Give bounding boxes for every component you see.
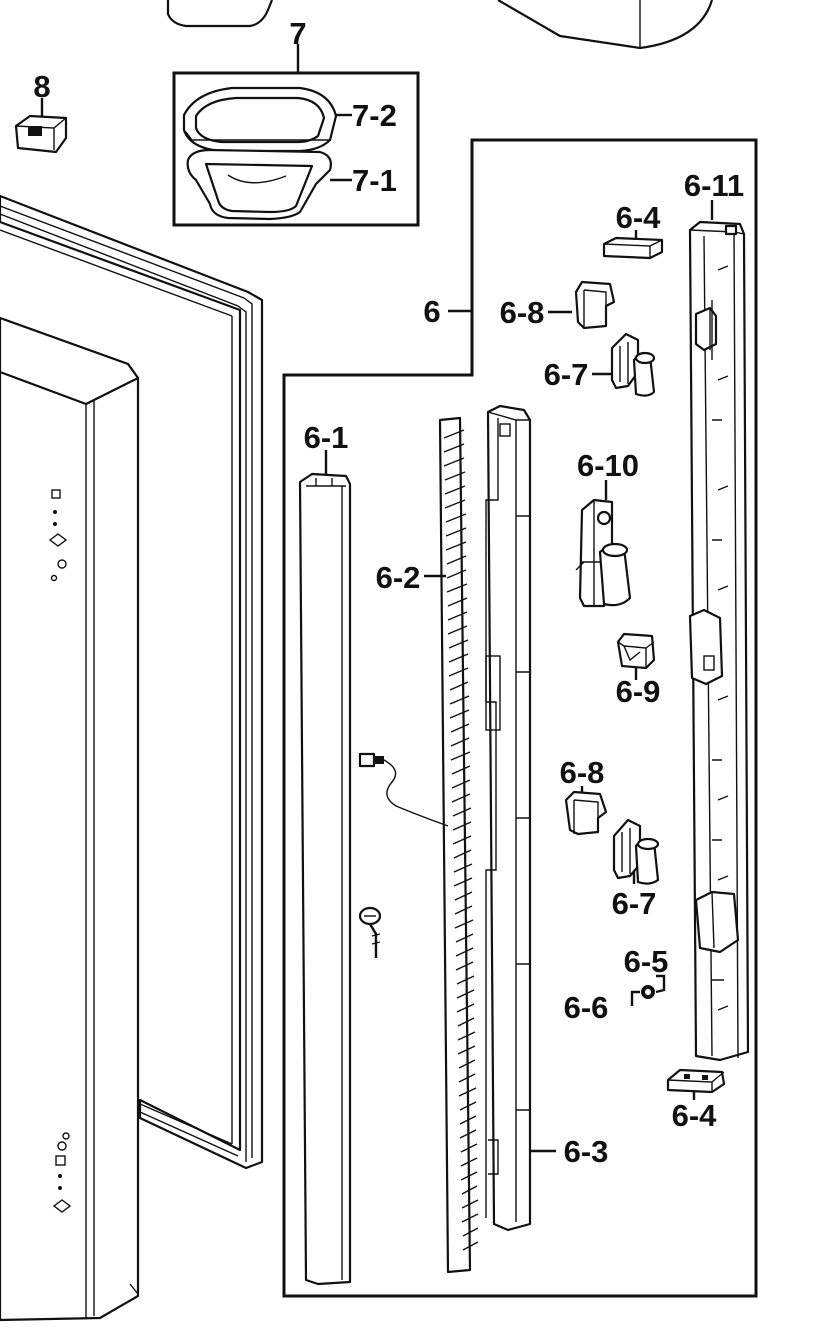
part-6-8-top-hinge-cover [548,280,616,330]
screw [358,906,382,958]
door-gasket [0,194,264,1170]
part-6-group-box [282,138,758,1298]
label-6-4-top: 6-4 [616,200,662,235]
label-6-2: 6-2 [376,560,421,595]
part-6-8-bottom-hinge-cover [564,786,608,836]
label-6-7-top: 6-7 [544,357,589,392]
part-7-2-cover [182,86,338,153]
label-7-1: 7-1 [352,163,397,198]
part-6-2-wire-connector [358,752,449,827]
top-left-partial-part [166,0,274,28]
part-7-group [172,44,420,227]
part-6-4-top-bracket [602,230,664,260]
top-right-partial-part [497,0,714,50]
part-6-1-cover-strip [298,450,352,1286]
door-control-icons-lower [52,1132,72,1213]
callout-labels: 7 7-2 7-1 8 6 6-11 6-4 6-8 6-7 6-1 6-2 6… [33,16,744,1169]
label-6-10: 6-10 [577,448,639,483]
label-6-1: 6-1 [304,420,349,455]
part-6-4-bottom-bracket [666,1068,726,1100]
label-6-3: 6-3 [564,1134,609,1169]
part-6-10-hinge-assembly [575,480,632,608]
label-6: 6 [423,294,440,329]
label-6-11: 6-11 [684,168,744,203]
label-6-9: 6-9 [616,674,661,709]
part-8-clip [14,98,68,154]
door-panel [0,316,140,1322]
label-6-5: 6-5 [624,944,669,979]
label-6-8-bottom: 6-8 [560,755,605,790]
heater-zigzag-pattern [443,429,479,1251]
label-6-4-bottom: 6-4 [672,1098,718,1133]
part-6-9-block [616,632,656,680]
part-6-7-bottom-hinge [612,818,660,885]
label-6-8-top: 6-8 [500,295,545,330]
part-6-5-6-6-bushing [630,974,666,1006]
label-6-7-bottom: 6-7 [612,886,657,921]
label-6-6: 6-6 [564,990,609,1025]
part-6-11-door-rail [688,200,750,1062]
part-7-1-tray [186,148,332,221]
part-6-2-heater-strip [358,416,479,1274]
label-8: 8 [33,69,50,104]
label-7: 7 [289,16,306,51]
part-6-7-top-hinge [592,332,656,397]
part-6-3-channel-frame [485,404,556,1232]
door-control-icons-upper [48,489,68,582]
label-7-2: 7-2 [352,98,397,133]
